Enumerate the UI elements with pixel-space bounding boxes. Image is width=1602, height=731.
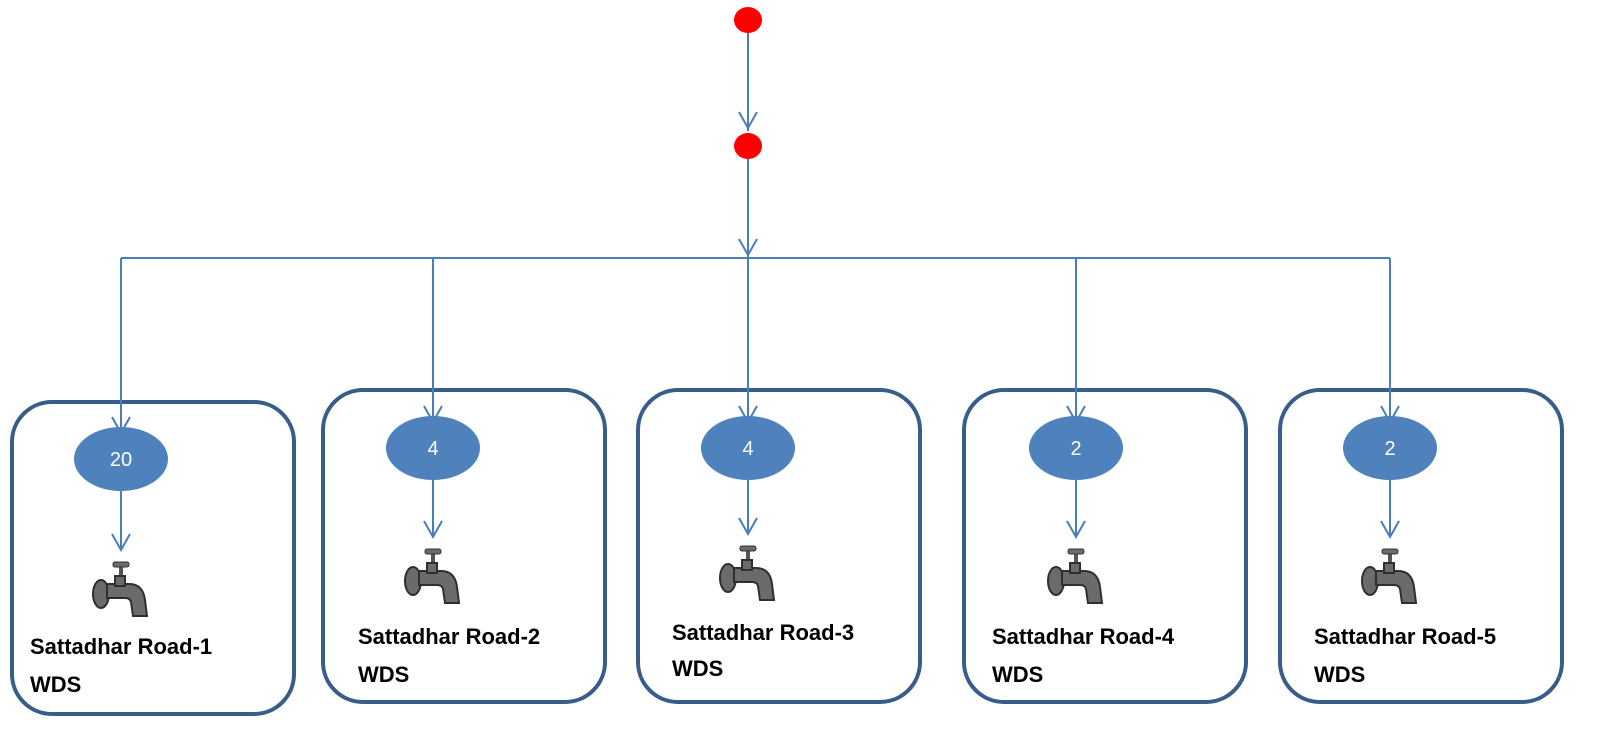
- count-label: 2: [1070, 438, 1081, 460]
- wds-title: Sattadhar Road-4: [992, 624, 1175, 649]
- source-node-top: [734, 7, 762, 33]
- source-node-middle: [734, 133, 762, 159]
- count-node: [386, 416, 480, 480]
- count-label: 4: [427, 438, 438, 460]
- count-label: 4: [742, 438, 753, 460]
- count-label: 2: [1384, 438, 1395, 460]
- wds-box-frame: [1278, 388, 1564, 704]
- wds-box-frame: [321, 388, 607, 704]
- count-node: [1343, 416, 1437, 480]
- count-node: [1029, 416, 1123, 480]
- wds-title: Sattadhar Road-2: [358, 624, 540, 649]
- arrow-head: [1066, 520, 1086, 540]
- wds-title: Sattadhar Road-1: [30, 634, 212, 659]
- wds-subtitle: WDS: [672, 656, 723, 681]
- arrow-head: [423, 520, 443, 540]
- wds-subtitle: WDS: [992, 662, 1043, 687]
- wds-box-frame: [636, 388, 922, 704]
- wds-box-frame: [10, 400, 296, 716]
- count-label: 20: [110, 449, 132, 471]
- wds-box-frame: [962, 388, 1248, 704]
- arrow-head: [738, 111, 758, 131]
- wds-title: Sattadhar Road-5: [1314, 624, 1496, 649]
- arrow-head: [1380, 520, 1400, 540]
- source-chain: [121, 7, 1390, 259]
- wds-title: Sattadhar Road-3: [672, 620, 854, 645]
- arrow-head: [738, 238, 758, 258]
- wds-subtitle: WDS: [1314, 662, 1365, 687]
- arrow-head: [738, 517, 758, 537]
- wds-subtitle: WDS: [358, 662, 409, 687]
- arrow-head: [111, 533, 131, 553]
- wds-subtitle: WDS: [30, 672, 81, 697]
- count-node: [74, 427, 168, 491]
- count-node: [701, 416, 795, 480]
